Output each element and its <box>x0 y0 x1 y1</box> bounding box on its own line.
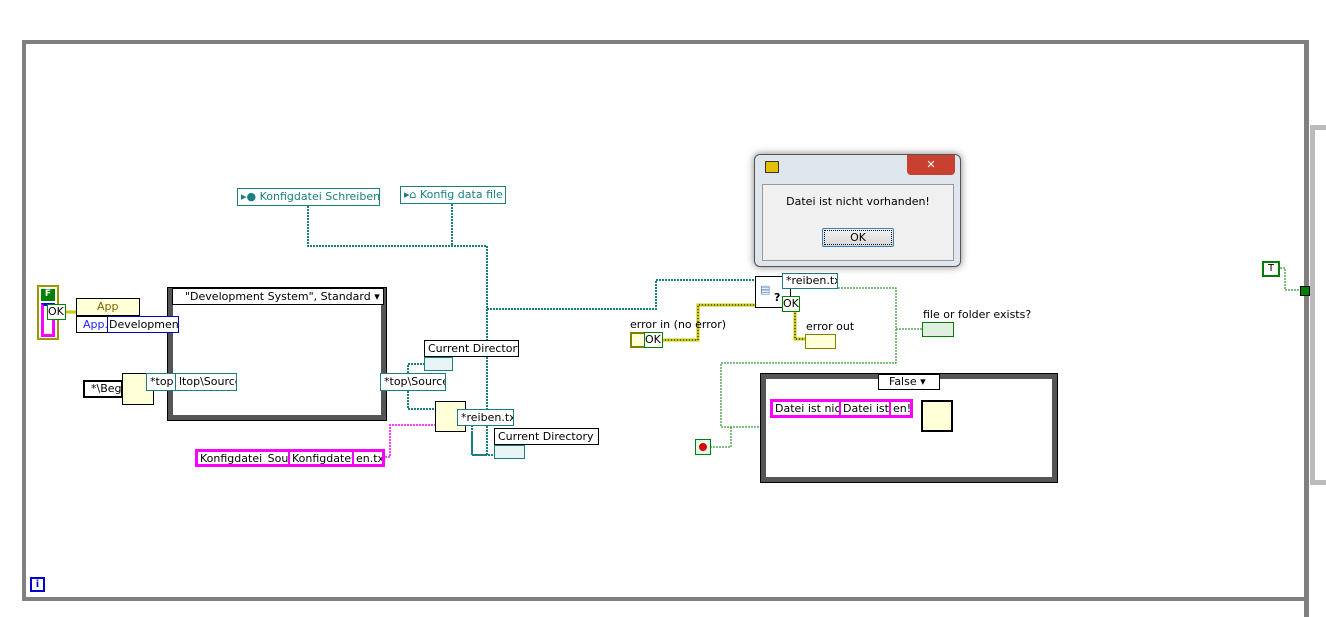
error-ok-tip: OK <box>782 296 800 312</box>
question-icon: ? <box>774 291 781 304</box>
top-output-tunnel: *top\Source <box>380 373 446 391</box>
structure-border <box>1304 40 1309 617</box>
error-in-ok: OK <box>644 332 663 348</box>
current-directory-2-label: Current Directory 2 <box>494 428 599 445</box>
outer-case-structure[interactable] <box>1310 125 1326 485</box>
message-dialog: ✕ Datei ist nicht vorhanden! OK <box>754 154 961 267</box>
dialog-body: Datei ist nicht vorhanden! OK <box>762 184 954 261</box>
case-selector-label: "Development System", Standard <box>185 290 371 303</box>
konfig-string-3: en.txt <box>353 449 385 467</box>
ok-constant: OK <box>47 304 66 320</box>
beg-text: *\Beg <box>91 382 122 395</box>
message-string-3: en! <box>890 399 913 418</box>
case-structure-app-kind[interactable] <box>167 287 387 421</box>
false-constant: F <box>41 289 55 301</box>
case-structure-exists[interactable] <box>760 373 1058 483</box>
false-selector-label: False <box>889 375 917 388</box>
case-selector[interactable]: "Development System", Standard ▾ <box>172 288 384 305</box>
stop-button-icon[interactable] <box>695 439 711 455</box>
top-tunnel-1: *top <box>146 373 176 391</box>
konfig-string-1[interactable]: Konfigdatei_Sour <box>195 449 291 467</box>
current-directory-2-indicator[interactable] <box>494 445 525 459</box>
konfigdatei-schreiben-constant[interactable]: ▸● Konfigdatei Schreiben <box>237 188 380 206</box>
konfig-write-text: Konfigdatei Schreiben <box>259 190 380 203</box>
dialog-message: Datei ist nicht vorhanden! <box>786 195 930 208</box>
konfig-file-text: Konfig data file <box>420 188 503 201</box>
message-string-2: Datei ist * <box>840 399 892 418</box>
true-constant[interactable]: T <box>1262 261 1280 277</box>
stop-dot <box>699 443 707 451</box>
reiben-path-tip-2: *reiben.txt <box>782 273 838 289</box>
konfig-data-file-constant[interactable]: ▸⌂ Konfig data file <box>400 186 506 204</box>
current-directory-indicator[interactable] <box>424 357 453 371</box>
dialog-ok-button[interactable]: OK <box>822 228 894 247</box>
error-out-label: error out <box>806 320 855 333</box>
info-icon[interactable]: i <box>30 577 45 592</box>
true-text: T <box>1267 263 1275 274</box>
reiben-path-tip: *reiben.txt <box>457 409 514 426</box>
app-value: Developmen <box>107 316 179 333</box>
app-property: App. <box>76 316 108 333</box>
app-node-label: App <box>97 300 119 313</box>
beg-constant[interactable]: *\Beg <box>83 380 123 398</box>
one-button-dialog-icon[interactable] <box>921 400 953 432</box>
error-out-indicator[interactable] <box>805 334 836 349</box>
konfig-string-2: Konfigdate* <box>289 449 355 467</box>
block-diagram-frame <box>22 40 1309 601</box>
app-property-node[interactable]: App <box>76 298 140 316</box>
case-selector-terminal[interactable] <box>1300 286 1310 296</box>
close-button[interactable]: ✕ <box>907 155 955 175</box>
top-tunnel-2: ltop\Source <box>175 373 237 391</box>
labview-icon <box>765 161 779 173</box>
message-string-1[interactable]: Datei ist nich <box>770 399 842 418</box>
error-in-label: error in (no error) <box>630 318 727 331</box>
exists-label: file or folder exists? <box>923 308 1032 321</box>
exists-indicator[interactable] <box>922 322 954 337</box>
case-selector-false[interactable]: False ▾ <box>878 374 940 390</box>
strip-path-node[interactable] <box>122 373 154 405</box>
file-icon: ▤ <box>760 283 771 296</box>
current-directory-label: Current Directory <box>424 340 519 357</box>
